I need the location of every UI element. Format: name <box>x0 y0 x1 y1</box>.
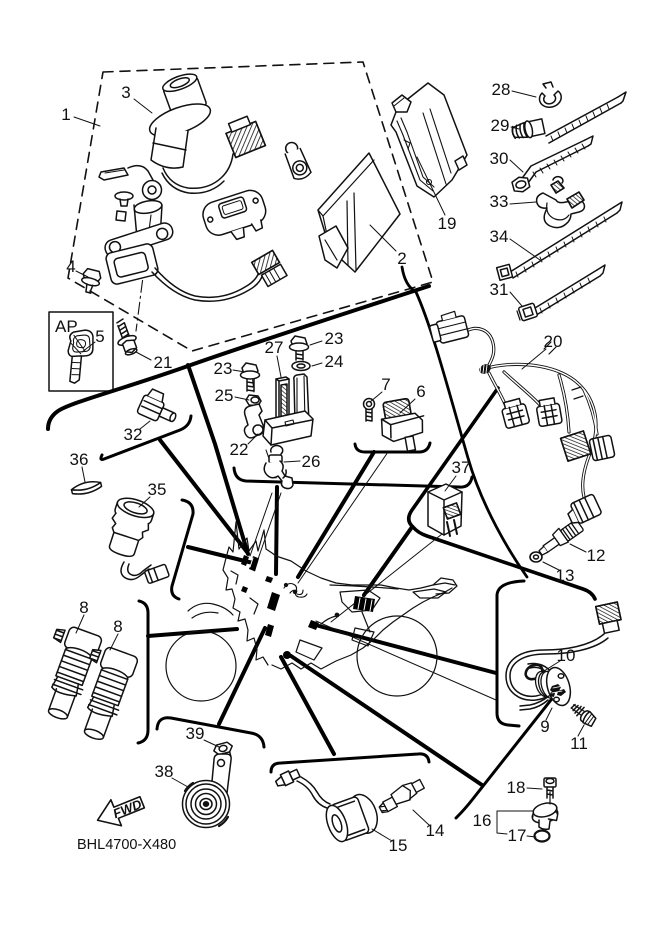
svg-text:18: 18 <box>507 778 526 797</box>
svg-text:6: 6 <box>416 382 425 401</box>
svg-text:39: 39 <box>186 724 205 743</box>
svg-text:34: 34 <box>490 227 509 246</box>
svg-text:30: 30 <box>490 149 509 168</box>
svg-text:7: 7 <box>381 375 390 394</box>
svg-text:BHL4700-X480: BHL4700-X480 <box>77 837 176 853</box>
svg-text:FWD: FWD <box>111 796 145 821</box>
svg-text:5: 5 <box>95 327 104 346</box>
svg-text:19: 19 <box>438 214 457 233</box>
svg-text:27: 27 <box>265 338 284 357</box>
svg-text:32: 32 <box>124 425 143 444</box>
svg-text:2: 2 <box>397 249 406 268</box>
svg-text:24: 24 <box>325 352 344 371</box>
svg-text:28: 28 <box>492 80 511 99</box>
svg-text:4: 4 <box>66 257 75 276</box>
svg-text:16: 16 <box>473 811 492 830</box>
svg-text:33: 33 <box>490 192 509 211</box>
svg-text:23: 23 <box>214 359 233 378</box>
svg-text:26: 26 <box>302 452 321 471</box>
svg-text:9: 9 <box>540 717 549 736</box>
svg-text:8: 8 <box>79 598 88 617</box>
svg-text:3: 3 <box>121 83 130 102</box>
svg-text:14: 14 <box>426 821 445 840</box>
svg-text:13: 13 <box>556 566 575 585</box>
svg-text:AP: AP <box>55 317 78 336</box>
svg-text:12: 12 <box>587 546 606 565</box>
svg-text:35: 35 <box>148 480 167 499</box>
svg-text:20: 20 <box>544 332 563 351</box>
svg-text:38: 38 <box>155 762 174 781</box>
svg-text:29: 29 <box>491 116 510 135</box>
svg-text:11: 11 <box>570 734 588 753</box>
svg-text:1: 1 <box>61 105 70 124</box>
svg-text:31: 31 <box>490 280 509 299</box>
svg-text:17: 17 <box>508 826 527 845</box>
svg-text:36: 36 <box>70 450 89 469</box>
svg-text:37: 37 <box>452 458 471 477</box>
svg-text:10: 10 <box>557 646 576 665</box>
svg-text:23: 23 <box>325 329 344 348</box>
svg-text:25: 25 <box>215 386 234 405</box>
svg-text:21: 21 <box>154 353 173 372</box>
svg-text:15: 15 <box>389 836 408 855</box>
svg-text:8: 8 <box>113 617 122 636</box>
svg-text:22: 22 <box>230 440 249 459</box>
